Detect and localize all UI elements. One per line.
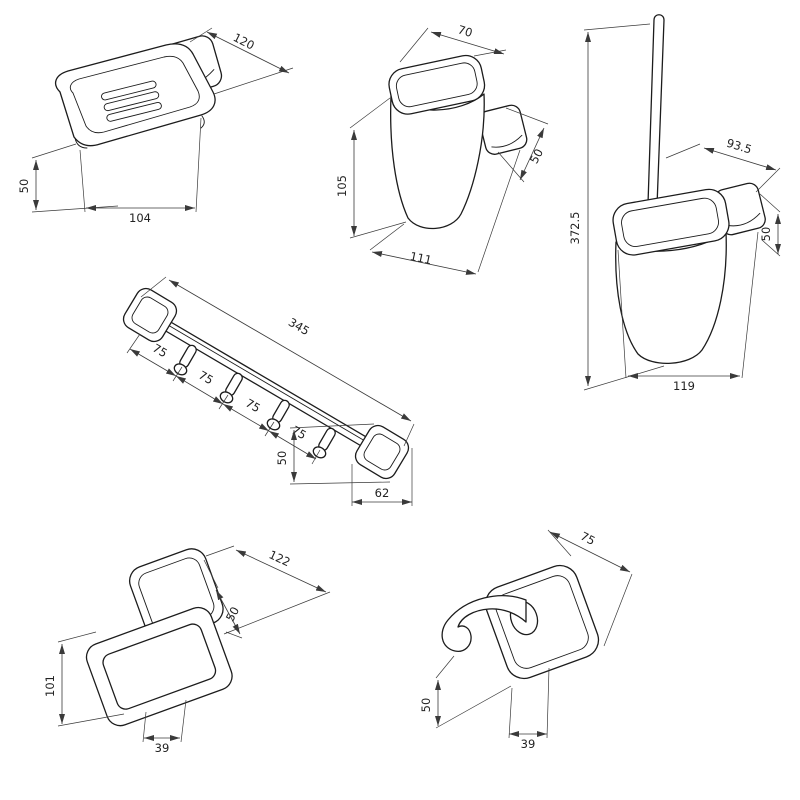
soap-dish-dimensions: 120 50 104: [17, 27, 294, 225]
toilet-brush-dimensions: 93.5 372.5 50 119: [568, 23, 781, 393]
dim-label-paper-depth: 39: [155, 741, 170, 755]
dim-label-rail-spacing-4: 75: [289, 423, 309, 442]
tumbler-mount-bracket: [478, 104, 528, 155]
dim-label-rail-spacing-1: 75: [150, 341, 170, 360]
rail-mount-left: [122, 287, 178, 343]
dim-label-rail-plate-width: 62: [375, 486, 390, 500]
tumbler-rim: [388, 54, 486, 115]
dim-label-paper-height: 101: [43, 675, 57, 697]
dim-label-rail-length: 345: [286, 315, 312, 338]
rail-hook-3: [266, 399, 290, 431]
brush-handle: [647, 14, 665, 207]
robe-hook-view: 75 50 39: [419, 529, 633, 751]
dim-label-brush-bracket: 50: [759, 227, 773, 242]
dim-label-brush-depth: 119: [673, 379, 695, 393]
tumbler-dimensions: 70 50 105 111: [335, 22, 549, 275]
robe-hook-horn: [441, 595, 527, 652]
robe-hook-plate: [484, 564, 600, 680]
dim-label-hook-height: 50: [419, 698, 433, 713]
paper-holder-view: 122 50 101 39: [43, 545, 331, 755]
soap-dish-view: 120 50 104: [17, 27, 294, 225]
dim-label-soap-height: 50: [17, 179, 31, 194]
paper-holder-frame: [85, 606, 233, 727]
dim-label-soap-width: 120: [231, 30, 257, 52]
dim-label-tumbler-height: 105: [335, 175, 349, 197]
soap-dish-inner-rim: [69, 55, 200, 134]
dim-label-tumbler-depth: 111: [409, 249, 433, 267]
brush-cup-body: [615, 231, 727, 365]
rail-hook-1: [173, 344, 197, 376]
brush-cup-rim: [612, 188, 730, 256]
toilet-brush-view: 93.5 372.5 50 119: [568, 14, 781, 393]
dim-label-tumbler-width: 70: [456, 22, 474, 40]
dim-label-rail-spacing-3: 75: [243, 396, 263, 415]
dim-label-brush-reach: 93.5: [725, 136, 754, 157]
rail-hook-2: [219, 372, 243, 404]
dim-label-hook-width: 75: [578, 529, 597, 548]
rail-mount-right: [354, 424, 410, 480]
soap-dish-drain-slots: [101, 80, 162, 122]
soap-dish-body: [54, 43, 216, 147]
rail-hook-4: [312, 427, 336, 459]
dim-label-paper-plate: 50: [223, 604, 242, 624]
dim-label-rail-plate-height: 50: [275, 451, 289, 466]
rail-bar: [146, 310, 386, 458]
dim-label-brush-height: 372.5: [568, 212, 582, 245]
tumbler-view: 70 50 105 111: [335, 22, 549, 275]
rail-highlight: [150, 314, 383, 452]
dim-label-tumbler-bracket: 50: [527, 146, 546, 165]
dim-label-soap-depth: 104: [129, 211, 151, 225]
hook-rail-view: 345 75 75 75 75 50 62: [122, 276, 415, 506]
robe-hook-dimensions: 75 50 39: [419, 529, 633, 751]
dim-label-hook-depth: 39: [521, 737, 536, 751]
soap-dish-edge-thickness: [74, 115, 205, 149]
dim-label-rail-spacing-2: 75: [196, 368, 216, 387]
tumbler-body: [390, 93, 485, 230]
